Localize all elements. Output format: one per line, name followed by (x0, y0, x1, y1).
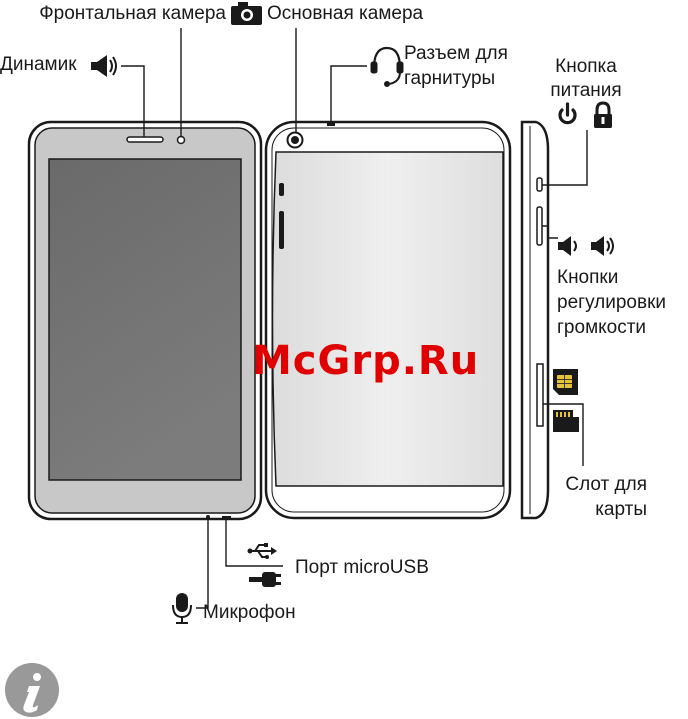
side-outer-frame (522, 122, 548, 518)
back-view (266, 122, 510, 518)
microphone-icon (173, 593, 191, 623)
back-side-button-small (279, 183, 284, 196)
leader-microphone (196, 519, 208, 608)
label-usb-port: Порт microUSB (295, 556, 429, 580)
label-power-line2: питания (536, 79, 636, 103)
side-power-button (537, 178, 542, 191)
label-main-camera: Основная камера (267, 2, 423, 26)
front-screen (49, 159, 241, 480)
label-speaker: Динамик (0, 53, 77, 77)
volume-down-icon (558, 236, 576, 256)
charger-plug-icon (249, 572, 281, 587)
front-camera-lens (178, 137, 185, 144)
volume-up-icon (591, 236, 613, 256)
main-camera-lens-inner (291, 136, 299, 144)
label-power-line1: Кнопка (536, 55, 636, 79)
label-headset-line2: гарнитуры (404, 67, 495, 91)
leader-headset (331, 66, 367, 122)
label-volume-line1: Кнопки (557, 266, 618, 290)
label-headset-line1: Разъем для (404, 42, 508, 66)
back-panel (273, 152, 504, 486)
camera-icon (231, 2, 262, 25)
side-volume-rocker (537, 207, 542, 245)
front-view (29, 122, 261, 519)
headset-jack (327, 122, 335, 126)
back-side-button-long (279, 211, 284, 249)
usb-icon (248, 543, 278, 559)
info-icon (5, 663, 59, 717)
label-volume-line2: регулировки (557, 291, 666, 315)
side-view (522, 122, 548, 518)
speaker-icon (91, 55, 116, 77)
label-card-line1: Слот для (565, 473, 647, 497)
label-volume-line3: громкости (557, 316, 646, 340)
sd-card-icon (553, 410, 579, 432)
microphone-hole (206, 515, 210, 519)
side-card-slot (537, 364, 543, 426)
watermark: McGrp.Ru (252, 338, 479, 384)
earpiece-speaker-slot (127, 137, 163, 142)
lock-icon (594, 103, 612, 128)
power-icon (560, 104, 575, 123)
leader-usb (226, 519, 283, 566)
headset-icon (371, 48, 403, 87)
sim-card-icon (553, 369, 578, 395)
label-microphone: Микрофон (203, 601, 296, 625)
microusb-port (222, 516, 231, 519)
label-front-camera: Фронтальная камера (39, 2, 226, 26)
label-card-line2: карты (595, 498, 647, 522)
